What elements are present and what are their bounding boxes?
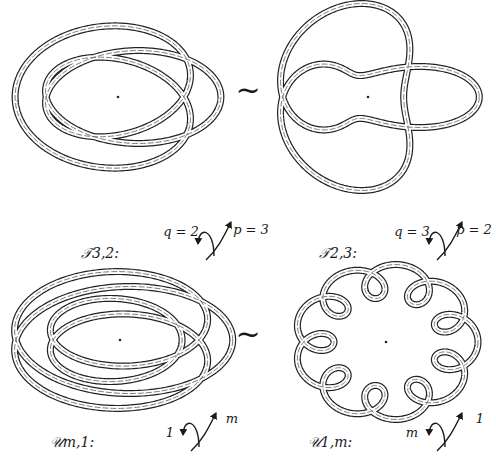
meridian-arrow [429, 423, 445, 447]
axis-dot [385, 341, 388, 344]
winding-label: 1 [166, 426, 174, 439]
torus-knot-3-2-outline [15, 26, 221, 168]
longitude-arrow [191, 413, 216, 451]
axis-dot [119, 339, 122, 342]
torus-knot-3-2-ribs [15, 26, 221, 168]
torus-knot-3-2-fill [15, 26, 221, 168]
longitude-arrow [437, 413, 462, 451]
torus-knot-2-3-outline [281, 4, 480, 191]
torus-knot-1-m-fill [297, 265, 478, 420]
meridian-arrow [183, 423, 199, 447]
winding-label: q = 3 [394, 225, 430, 238]
knot-name: 𝒰m,1: [50, 435, 94, 449]
longitude-arrow [206, 222, 231, 260]
torus-knot-m-1-outline [15, 272, 233, 409]
knot-name: 𝒯3,2: [81, 246, 119, 260]
knot-name: 𝒯2,3: [319, 246, 357, 260]
torus-knot-m-1-ribs [15, 272, 233, 409]
meridian-arrow [198, 232, 214, 256]
axis-dot [117, 96, 120, 99]
torus-knot-1-m-outline [297, 265, 478, 420]
torus-knot-m-1-fill [15, 272, 233, 409]
winding-label: m [406, 426, 418, 439]
equivalence-tilde: ~ [235, 319, 260, 349]
torus-knot-2-3-ribs [281, 4, 480, 191]
winding-label: p = 3 [233, 223, 269, 236]
torus-knot-2-3-fill [281, 4, 480, 191]
winding-label: m [226, 412, 238, 425]
axis-dot [367, 96, 370, 99]
winding-label: p = 2 [456, 223, 492, 236]
winding-label: 1 [476, 412, 484, 425]
meridian-arrow [429, 232, 445, 256]
torus-knot-1-m-ribs [297, 265, 478, 420]
knot-name: 𝒰1,m: [308, 435, 352, 449]
winding-label: q = 2 [163, 225, 199, 238]
equivalence-tilde: ~ [235, 75, 260, 105]
